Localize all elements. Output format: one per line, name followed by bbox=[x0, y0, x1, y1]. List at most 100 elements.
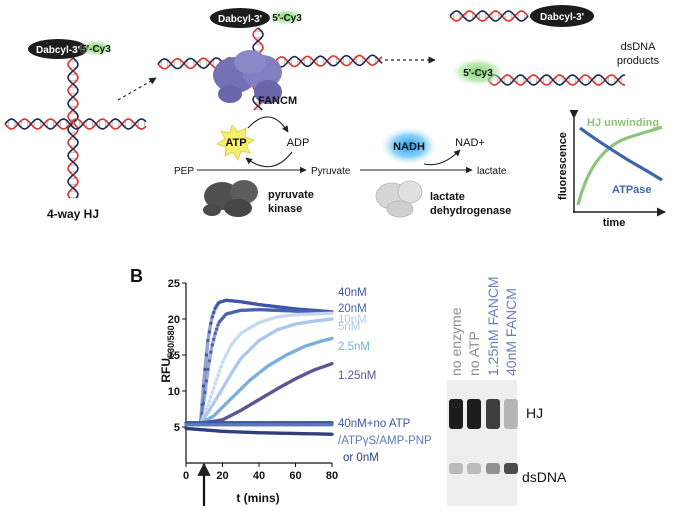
legend-label: 5nM bbox=[338, 321, 360, 333]
gel-band-hj bbox=[449, 399, 463, 429]
pk-label-2: kinase bbox=[268, 203, 302, 215]
data-point bbox=[212, 386, 216, 390]
data-point bbox=[215, 377, 219, 382]
pep-label: PEP bbox=[174, 166, 194, 177]
complex-cy3-label: 5'-Cy3 bbox=[272, 13, 302, 24]
data-point bbox=[330, 311, 334, 315]
data-point bbox=[206, 367, 210, 371]
data-point bbox=[207, 399, 211, 403]
data-point bbox=[212, 401, 216, 405]
data-point bbox=[203, 367, 207, 371]
x-tick-label: 0 bbox=[183, 470, 189, 482]
data-point bbox=[218, 369, 222, 373]
nadh-glow bbox=[379, 126, 439, 166]
inset-xlabel: time bbox=[603, 217, 626, 229]
ylabel-main: RFU bbox=[159, 358, 173, 383]
adp-label: ADP bbox=[287, 137, 310, 149]
series-3 bbox=[199, 317, 334, 425]
data-point bbox=[225, 379, 229, 383]
dna-strand-navy bbox=[4, 118, 147, 130]
data-point bbox=[222, 384, 226, 388]
pyruvate-kinase-protein bbox=[203, 180, 258, 217]
data-point bbox=[210, 343, 214, 347]
gel-band-dsdna bbox=[504, 463, 518, 474]
cy3-fluor-product bbox=[450, 57, 506, 87]
data-point bbox=[209, 350, 213, 354]
data-point bbox=[213, 399, 217, 403]
dna-strand-red bbox=[487, 74, 626, 86]
holliday-junction-dna bbox=[4, 57, 147, 199]
chart-xlabel: t (mins) bbox=[236, 491, 279, 505]
data-point bbox=[216, 394, 220, 398]
lactate-label: lactate bbox=[477, 166, 507, 177]
gel-band-hj bbox=[486, 399, 500, 429]
fancm-label: FANCM bbox=[258, 95, 297, 107]
inset-atpase-curve bbox=[579, 126, 663, 182]
data-point bbox=[206, 411, 210, 415]
gel-band-dsdna bbox=[449, 463, 463, 474]
hj-label: 4-way HJ bbox=[47, 207, 99, 221]
products-label-2: products bbox=[617, 55, 660, 67]
data-point bbox=[207, 330, 211, 334]
legend-label: 2.5nM bbox=[338, 341, 370, 353]
data-point bbox=[206, 339, 210, 343]
data-point bbox=[209, 395, 213, 399]
legend-label: 40nM+no ATP bbox=[338, 418, 411, 430]
cy3-fluor-hj bbox=[78, 39, 114, 57]
legend-label: 40nM bbox=[338, 287, 367, 299]
atp-starburst bbox=[216, 124, 255, 161]
data-point bbox=[229, 372, 233, 376]
data-point bbox=[213, 306, 217, 310]
data-point bbox=[215, 396, 219, 400]
hj-cy3-label: 5'-Cy3 bbox=[81, 44, 111, 55]
pk-label-1: pyruvate bbox=[268, 189, 314, 201]
series-4 bbox=[199, 336, 334, 425]
hj-horizontal-helix bbox=[4, 118, 147, 130]
series-7 bbox=[184, 423, 334, 427]
nad-label: NAD+ bbox=[455, 137, 485, 149]
y-tick-label: 15 bbox=[168, 350, 180, 362]
pyruvate-label: Pyruvate bbox=[311, 166, 351, 177]
product-helix-top bbox=[449, 10, 529, 22]
data-point bbox=[330, 423, 334, 427]
gel-band-hj bbox=[504, 399, 518, 429]
data-point bbox=[226, 377, 230, 381]
atp-label: ATP bbox=[225, 137, 246, 149]
gel-lane-label: no enzyme bbox=[448, 307, 464, 376]
gel-hj-label: HJ bbox=[526, 405, 543, 421]
data-point bbox=[223, 354, 227, 358]
gel-background bbox=[447, 380, 517, 506]
gel-lane-label: 1.25nM FANCM bbox=[485, 276, 501, 376]
data-point bbox=[212, 337, 216, 341]
data-point bbox=[204, 407, 208, 411]
y-tick-label: 10 bbox=[168, 386, 180, 398]
data-point bbox=[206, 403, 210, 407]
nadh-label: NADH bbox=[393, 141, 425, 153]
inset-ylabel: fluorescence bbox=[557, 132, 569, 200]
inset-atpase-label: ATPase bbox=[612, 184, 652, 196]
svg-text:RFU530/580: RFU530/580 bbox=[159, 325, 176, 382]
inset-hj-label: HJ unwinding bbox=[587, 117, 659, 129]
data-point bbox=[213, 382, 217, 386]
data-point bbox=[220, 360, 225, 364]
data-point bbox=[234, 365, 238, 369]
data-point bbox=[330, 362, 334, 366]
data-point bbox=[218, 391, 222, 395]
data-point bbox=[207, 408, 211, 412]
nadh-to-nad-arrow bbox=[423, 149, 461, 166]
data-point bbox=[203, 390, 207, 394]
data-point bbox=[207, 359, 211, 363]
data-point bbox=[232, 367, 236, 371]
dabcyl-quencher-product bbox=[530, 5, 594, 27]
gel-lane-label: no ATP bbox=[466, 331, 482, 376]
data-point bbox=[226, 349, 230, 353]
data-point bbox=[220, 386, 225, 390]
adp-to-atp-arrow bbox=[245, 151, 293, 168]
dashed-arrow-1 bbox=[117, 77, 157, 101]
data-point bbox=[235, 362, 239, 366]
hj-dabcyl-label: Dabcyl-3' bbox=[36, 45, 80, 56]
atp-to-adp-arrow bbox=[247, 116, 289, 133]
